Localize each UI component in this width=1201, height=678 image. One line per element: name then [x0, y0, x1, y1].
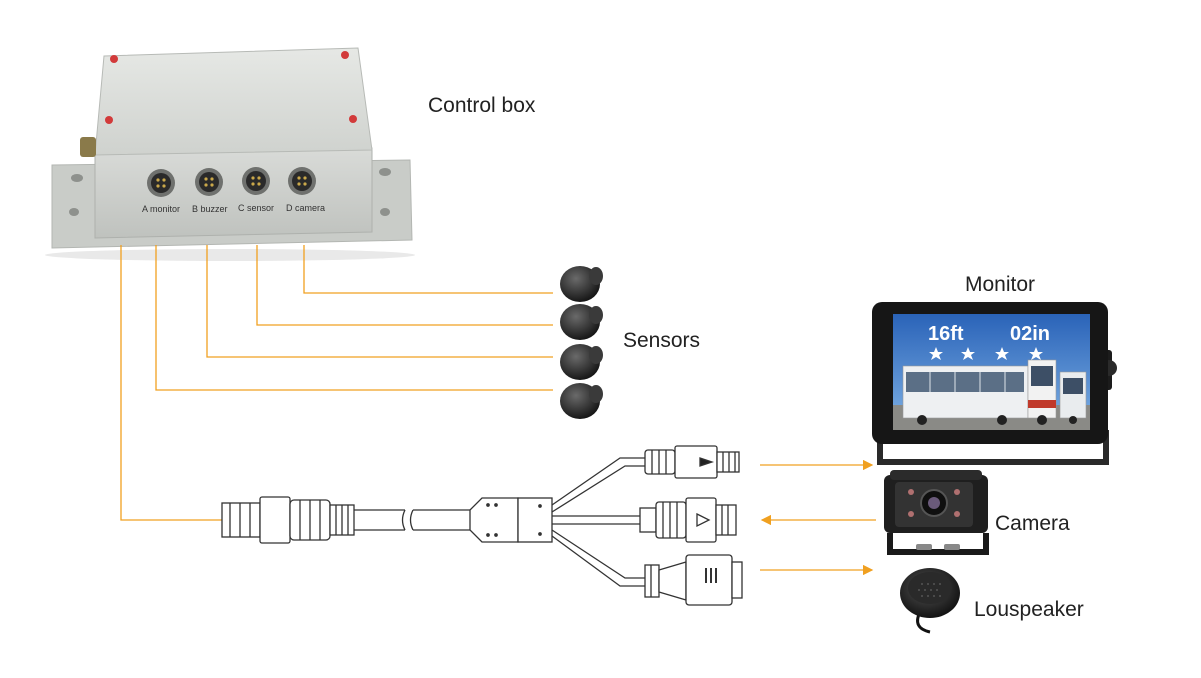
port-connector-c	[242, 167, 270, 195]
screen-bus-image	[902, 359, 1087, 425]
control-box: A monitor B buzzer C sensor D camera	[45, 47, 415, 261]
wire-camera-port	[303, 245, 553, 294]
star-icon	[995, 347, 1009, 360]
harness-plug	[221, 502, 261, 538]
camera	[884, 470, 989, 555]
wire-buzzer-port	[206, 245, 553, 358]
proximity-stars	[929, 347, 1043, 360]
loudspeaker	[900, 568, 960, 634]
lid-screw	[349, 115, 357, 123]
lid-screw	[105, 116, 113, 124]
sensor-group	[560, 266, 603, 419]
port-connector-a	[147, 169, 175, 197]
sensor	[560, 266, 603, 302]
connector-camera-cable	[639, 497, 737, 543]
port-connector-b	[195, 168, 223, 196]
port-label-b: B buzzer	[192, 204, 228, 214]
mount-hole	[379, 168, 391, 176]
connector-monitor-cable	[644, 445, 740, 479]
wire-monitor-port-2	[120, 245, 222, 521]
port-connector-d	[288, 167, 316, 195]
star-icon	[961, 347, 975, 360]
sensor	[560, 383, 603, 419]
cable-gland	[80, 137, 96, 157]
port-label-d: D camera	[286, 203, 325, 213]
distance-inch-readout: 02in	[1010, 323, 1050, 345]
distance-feet-readout: 16ft	[928, 323, 964, 345]
sensor	[560, 344, 603, 380]
port-label-a: A monitor	[142, 204, 180, 214]
lid-screw	[341, 51, 349, 59]
sensors-label: Sensors	[623, 329, 701, 352]
port-label-c: C sensor	[238, 203, 274, 213]
wires	[120, 245, 553, 521]
camera-label: Camera	[995, 512, 1070, 535]
loudspeaker-label: Louspeaker	[974, 598, 1084, 621]
monitor-label: Monitor	[965, 273, 1036, 296]
connector-speaker-cable	[644, 554, 743, 606]
wire-sensor-port	[256, 245, 553, 326]
lid-screw	[110, 55, 118, 63]
star-icon	[1029, 347, 1043, 360]
wire-monitor-port-1	[155, 245, 553, 391]
signal-arrows	[760, 459, 876, 576]
sensor	[560, 304, 603, 340]
control-box-label: Control box	[428, 94, 536, 117]
mount-hole	[69, 208, 79, 216]
star-icon	[929, 347, 943, 360]
mount-hole	[71, 174, 83, 182]
mount-hole	[380, 208, 390, 216]
monitor: 16ft 02in	[872, 302, 1117, 465]
harness-cable	[221, 457, 645, 587]
